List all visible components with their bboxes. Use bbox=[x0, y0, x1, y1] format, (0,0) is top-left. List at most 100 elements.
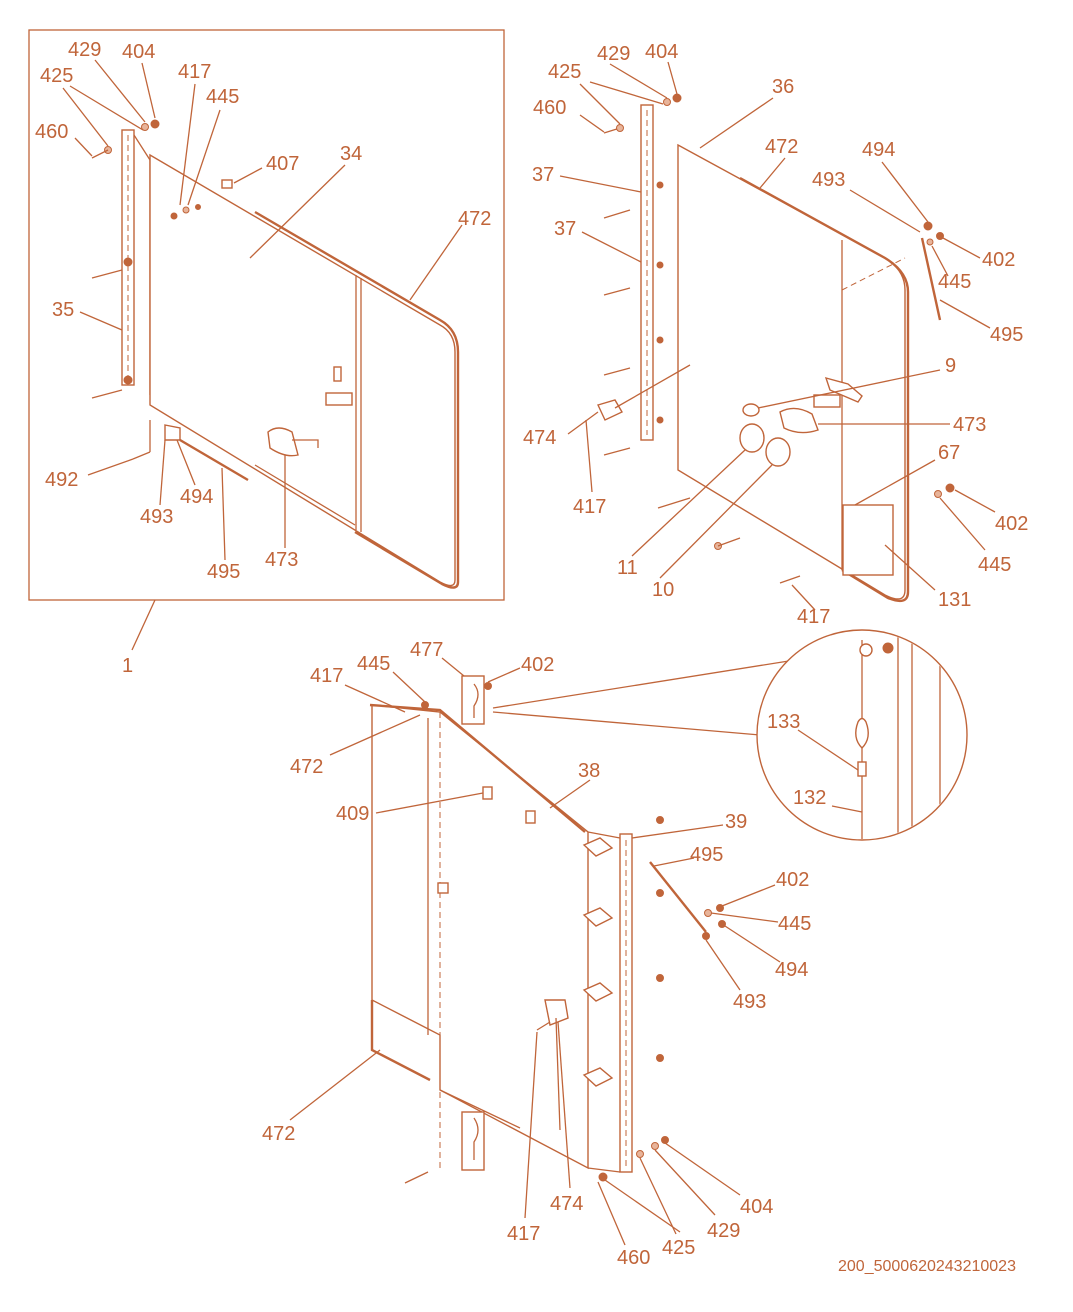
callout-a-472: 472 bbox=[458, 208, 491, 230]
washer-429-c bbox=[651, 1142, 659, 1150]
assembly-3: 417 445 477 402 472 38 409 39 495 402 44… bbox=[262, 639, 811, 1269]
panel-34-plate bbox=[325, 392, 353, 406]
leader-b-445a bbox=[931, 245, 949, 277]
leader-b-474 bbox=[567, 411, 599, 435]
leader-b-493 bbox=[849, 189, 921, 233]
nut-493-c bbox=[702, 932, 710, 940]
nut-402-d bbox=[716, 904, 724, 912]
detail-ferrule bbox=[857, 761, 867, 777]
callout-c-39: 39 bbox=[725, 811, 747, 833]
hinge-pin-b bbox=[123, 375, 133, 385]
stay-rod-495-a bbox=[179, 438, 249, 482]
stay-arm-474 bbox=[597, 399, 623, 421]
callout-a-34: 34 bbox=[340, 143, 362, 165]
callout-b-67: 67 bbox=[938, 442, 960, 464]
assembly-1-frame bbox=[28, 29, 505, 601]
callout-b-36: 36 bbox=[772, 76, 794, 98]
callout-b-445b: 445 bbox=[978, 554, 1011, 576]
detail-bolt bbox=[882, 642, 894, 654]
pin-b3 bbox=[656, 336, 664, 344]
pin-b1 bbox=[656, 181, 664, 189]
leader-c-402b bbox=[721, 884, 776, 907]
washer-445-b bbox=[926, 238, 934, 246]
callout-a-495: 495 bbox=[207, 561, 240, 583]
bolt-417-c bbox=[779, 575, 801, 584]
callout-a-417: 417 bbox=[178, 61, 211, 83]
leader-b-445b bbox=[939, 497, 986, 551]
nut-402-c bbox=[484, 682, 492, 690]
callout-b-37b: 37 bbox=[554, 218, 576, 240]
leader-c-472b bbox=[289, 1049, 381, 1121]
leader-a-445 bbox=[187, 109, 221, 206]
knob-409 bbox=[482, 786, 493, 800]
leader-c-474 bbox=[557, 1021, 571, 1189]
callout-c-402a: 402 bbox=[521, 654, 554, 676]
leader-b-10 bbox=[659, 464, 773, 579]
pin-b2 bbox=[656, 261, 664, 269]
bolt-460-a bbox=[91, 149, 109, 159]
leader-c-472a bbox=[329, 714, 421, 756]
leader-a-429 bbox=[94, 59, 146, 123]
washer-429-b bbox=[663, 98, 671, 106]
cover-10 bbox=[765, 437, 791, 467]
callout-c-417b: 417 bbox=[507, 1223, 540, 1245]
leader-c-445 bbox=[392, 671, 426, 703]
leader-c-477 bbox=[441, 657, 465, 677]
panel-38-bottom-edge bbox=[370, 1000, 431, 1082]
leader-c-429 bbox=[654, 1149, 716, 1216]
bolt-c-bottom bbox=[404, 1171, 429, 1184]
leader-b-495 bbox=[939, 299, 991, 329]
callout-b-460: 460 bbox=[533, 97, 566, 119]
detail-top-ring bbox=[859, 643, 873, 657]
nut-c-top bbox=[421, 701, 429, 709]
hinge-bar-39-bottom bbox=[587, 1167, 621, 1173]
callout-b-9: 9 bbox=[945, 355, 956, 377]
bolt-a3 bbox=[91, 389, 123, 399]
leader-a-35 bbox=[79, 311, 123, 331]
callout-c-494: 494 bbox=[775, 959, 808, 981]
plate-9 bbox=[813, 394, 841, 408]
leader-b-460 bbox=[579, 114, 605, 133]
leader-a-417 bbox=[179, 83, 196, 206]
hinge-tab-c bbox=[582, 982, 614, 1002]
leader-c-493 bbox=[705, 939, 741, 991]
leader-a-404 bbox=[141, 62, 156, 119]
leader-d-132 bbox=[831, 805, 863, 813]
leader-a-460 bbox=[74, 137, 93, 157]
callout-b-131: 131 bbox=[938, 589, 971, 611]
washer-429-a bbox=[141, 123, 149, 131]
cover-11 bbox=[739, 423, 765, 453]
hinge-477-hook bbox=[473, 683, 479, 718]
leader-c-38 bbox=[549, 779, 591, 809]
bolt-a2 bbox=[91, 269, 123, 279]
callout-b-417a: 417 bbox=[573, 496, 606, 518]
bolt-b-bottom bbox=[717, 537, 741, 547]
hinge-bar-39-front bbox=[587, 831, 621, 839]
leader-b-402b bbox=[954, 489, 996, 513]
callout-a-407: 407 bbox=[266, 153, 299, 175]
panel-34-bottom bbox=[254, 464, 356, 526]
callout-b-445a: 445 bbox=[938, 271, 971, 293]
leader-b-425-2 bbox=[589, 81, 664, 105]
callout-c-402b: 402 bbox=[776, 869, 809, 891]
callout-d-133: 133 bbox=[767, 711, 800, 733]
leader-a-425-1 bbox=[62, 87, 109, 147]
leader-b-404 bbox=[667, 61, 678, 95]
leader-c-409 bbox=[375, 792, 484, 814]
washer-425-c bbox=[636, 1150, 644, 1158]
leader-c-425-1 bbox=[639, 1157, 677, 1235]
callout-b-10: 10 bbox=[652, 579, 674, 601]
leader-c-460 bbox=[597, 1181, 626, 1246]
callout-c-425: 425 bbox=[662, 1237, 695, 1259]
detail-hook-133 bbox=[855, 717, 869, 749]
leader-c-425-2 bbox=[604, 1179, 681, 1233]
callout-c-472b: 472 bbox=[262, 1123, 295, 1145]
callout-a-494: 494 bbox=[180, 486, 213, 508]
seal-9 bbox=[742, 403, 760, 417]
latch-473-a-arm bbox=[292, 439, 319, 448]
leader-b-417a bbox=[585, 419, 593, 493]
assembly-1-leader bbox=[131, 599, 156, 651]
callout-c-474: 474 bbox=[550, 1193, 583, 1215]
callout-c-404: 404 bbox=[740, 1196, 773, 1218]
